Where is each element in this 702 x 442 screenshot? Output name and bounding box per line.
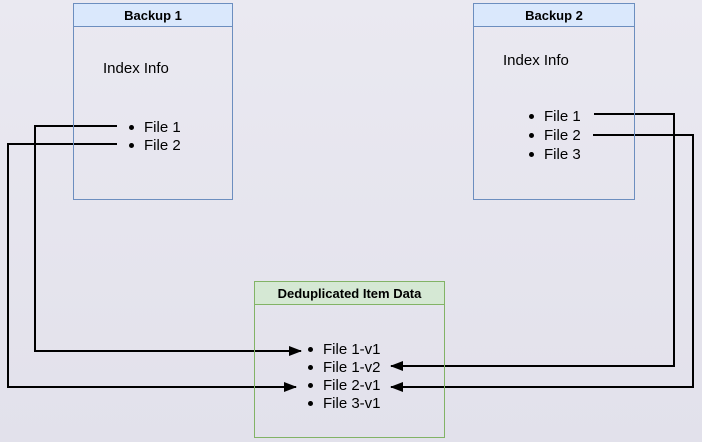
bullet-icon <box>308 364 313 370</box>
bullet-icon <box>129 142 134 148</box>
dedup-title: Deduplicated Item Data <box>277 285 422 301</box>
file-label: File 1 <box>144 118 181 136</box>
file-label: File 2 <box>144 136 181 154</box>
file-label: File 2-v1 <box>323 376 381 394</box>
file-label: File 3 <box>544 146 581 163</box>
backup1-index-info-label: Index Info <box>103 60 169 77</box>
list-item: File 2 <box>529 126 581 145</box>
list-item: File 1 <box>129 118 181 136</box>
deduplicated-item-data-box: Deduplicated Item Data File 1-v1 File 1-… <box>254 281 445 438</box>
bullet-icon <box>529 114 534 119</box>
file-label: File 3-v1 <box>323 394 381 412</box>
list-item: File 1-v1 <box>308 340 381 358</box>
file-label: File 1 <box>544 108 581 125</box>
bullet-icon <box>129 124 134 130</box>
dedup-header: Deduplicated Item Data <box>255 282 444 305</box>
dedup-file-list: File 1-v1 File 1-v2 File 2-v1 File 3-v1 <box>308 340 381 412</box>
backup1-title: Backup 1 <box>124 7 182 23</box>
bullet-icon <box>529 152 534 157</box>
backup1-box: Backup 1 Index Info File 1 File 2 <box>73 3 233 200</box>
backup2-index-info-label: Index Info <box>503 52 569 69</box>
file-label: File 2 <box>544 127 581 144</box>
file-label: File 1-v2 <box>323 358 381 376</box>
backup2-title: Backup 2 <box>525 7 583 23</box>
bullet-icon <box>308 382 313 388</box>
list-item: File 3 <box>529 145 581 164</box>
backup2-header: Backup 2 <box>474 4 634 27</box>
bullet-icon <box>529 133 534 138</box>
list-item: File 3-v1 <box>308 394 381 412</box>
backup1-file-list: File 1 File 2 <box>129 118 181 154</box>
backup1-header: Backup 1 <box>74 4 232 27</box>
bullet-icon <box>308 346 313 352</box>
backup2-file-list: File 1 File 2 File 3 <box>529 107 581 164</box>
list-item: File 1 <box>529 107 581 126</box>
list-item: File 1-v2 <box>308 358 381 376</box>
list-item: File 2-v1 <box>308 376 381 394</box>
backup2-box: Backup 2 Index Info File 1 File 2 File 3 <box>473 3 635 200</box>
bullet-icon <box>308 400 313 406</box>
list-item: File 2 <box>129 136 181 154</box>
file-label: File 1-v1 <box>323 340 381 358</box>
